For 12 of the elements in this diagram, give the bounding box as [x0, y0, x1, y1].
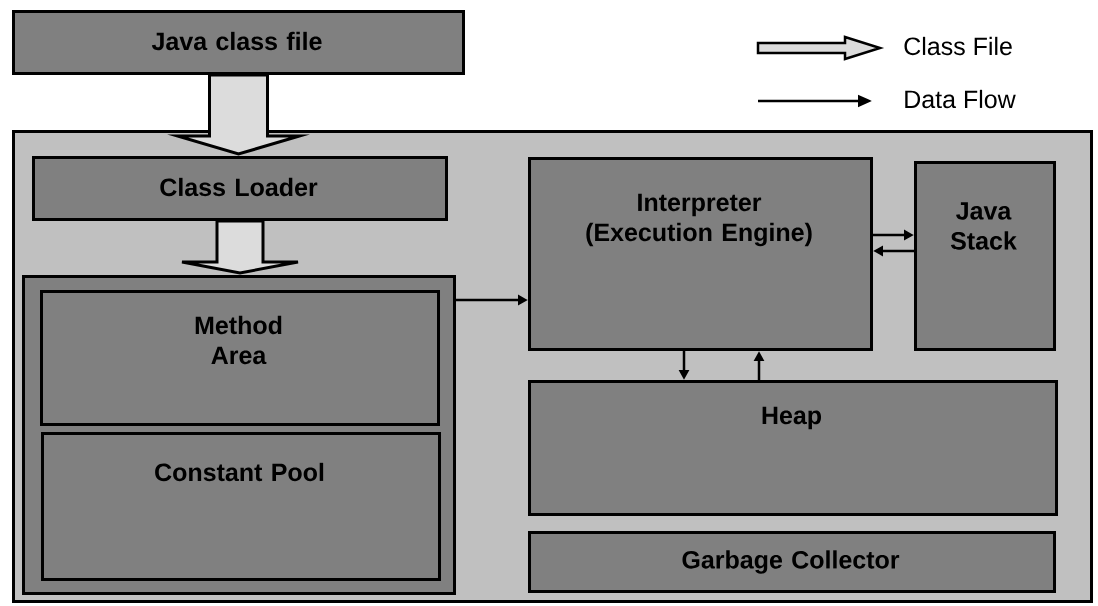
component-box: Class Loader: [32, 156, 448, 221]
component-box: Garbage Collector: [528, 531, 1056, 593]
legend-label: Data Flow: [905, 89, 1016, 109]
component-box: Java Stack: [914, 161, 1056, 351]
component-box: Constant Pool: [41, 432, 441, 581]
legend-label: Class File: [904, 36, 1012, 56]
component-box: Method Area: [40, 290, 440, 426]
component-box: Heap: [528, 380, 1058, 516]
component-box: Java class file: [12, 10, 465, 75]
block-arrow: [180, 219, 300, 275]
component-box: Interpreter (Execution Engine): [528, 157, 873, 351]
block-arrow: [167, 73, 310, 156]
